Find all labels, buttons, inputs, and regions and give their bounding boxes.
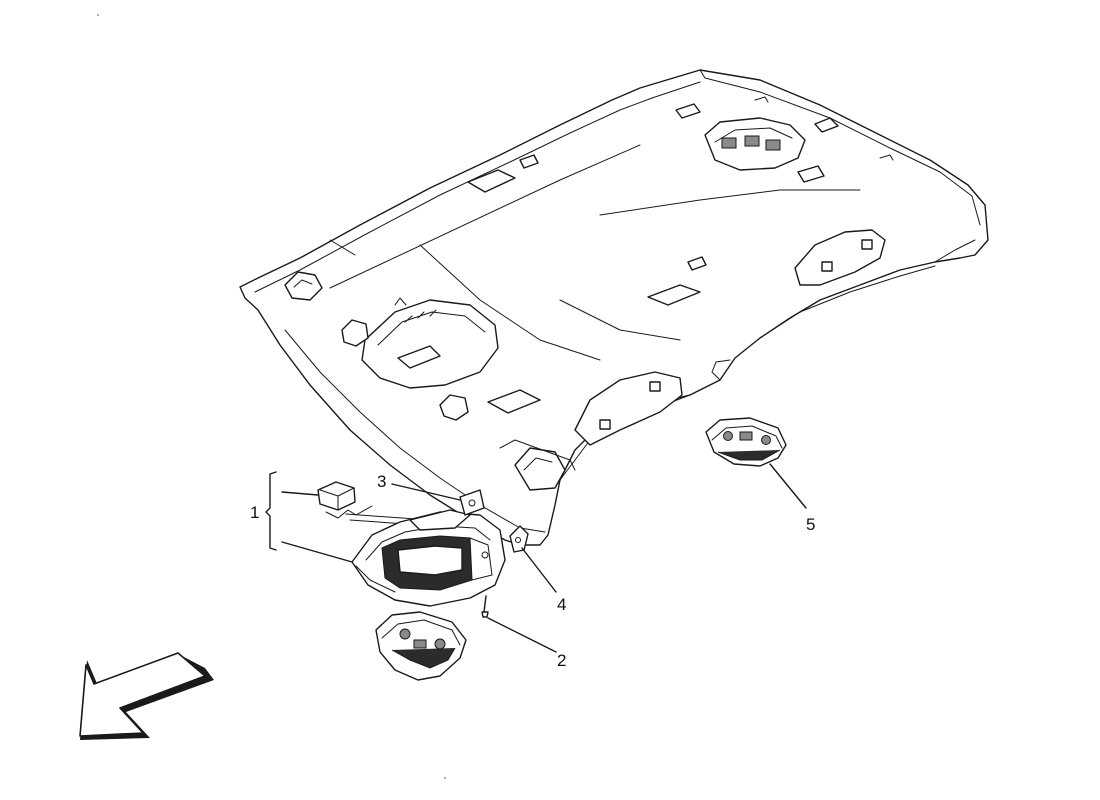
part-2-screw [481, 595, 489, 618]
front-direction-arrow-icon [79, 652, 214, 740]
leader-5 [769, 463, 807, 509]
leader-1b [281, 541, 353, 563]
leader-lines [265, 463, 807, 653]
callout-3: 3 [377, 472, 386, 491]
part-4-bracket [509, 525, 529, 553]
leader-4 [521, 547, 557, 593]
scan-dot [97, 14, 99, 16]
callout-1-brace [265, 471, 277, 551]
part-5-rear-reading-lamp [705, 417, 787, 467]
callout-1: 1 [250, 503, 259, 522]
callout-4: 4 [557, 595, 566, 614]
headliner-panel [239, 69, 989, 546]
leader-1a [281, 491, 319, 496]
part-3-bracket [459, 489, 485, 516]
scan-dot [444, 777, 446, 779]
part-1-front-overhead-console [317, 481, 506, 607]
leader-2 [487, 617, 557, 653]
leader-3 [391, 483, 461, 501]
callout-5: 5 [806, 515, 815, 534]
callout-2: 2 [557, 651, 566, 670]
reading-lamp-front [375, 611, 467, 681]
